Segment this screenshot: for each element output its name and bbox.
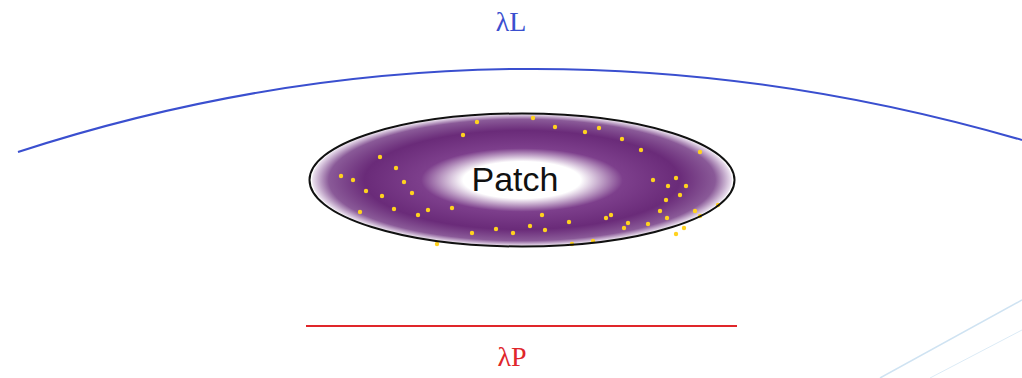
yellow-dots xyxy=(339,116,720,246)
lambda-p-label: λP xyxy=(497,342,526,373)
decor-line xyxy=(880,300,1022,378)
lambda-l-label: λL xyxy=(496,7,527,38)
lambda-p-line xyxy=(306,325,737,327)
patch-ellipse: Patch xyxy=(308,112,736,248)
node-label: Patch xyxy=(472,161,559,198)
decor-line xyxy=(930,330,1022,378)
patch-cloud xyxy=(312,114,732,246)
ellipse-border xyxy=(310,114,735,247)
